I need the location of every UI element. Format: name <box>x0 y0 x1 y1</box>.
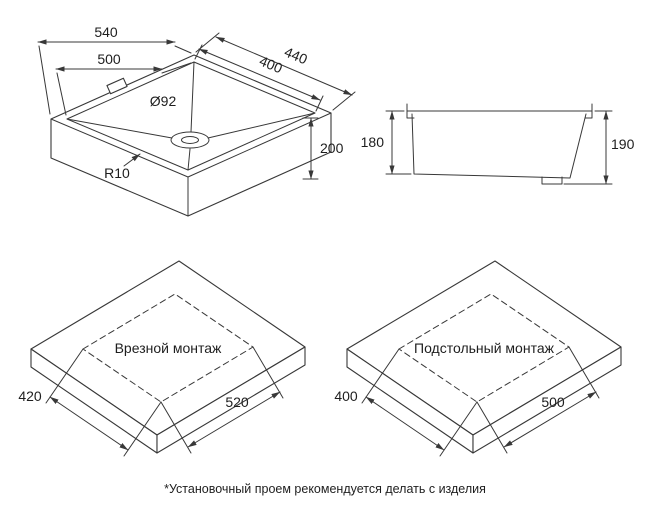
dim-height-label: 200 <box>320 140 344 156</box>
rim-top-line <box>406 103 593 112</box>
dim-cutout-depth-label: 420 <box>18 388 42 404</box>
dim-cutout-width-extensions <box>160 346 284 454</box>
undermount-view: Подстольный монтаж 400 500 <box>334 260 622 457</box>
dim-cutout-depth: 420 <box>18 348 162 457</box>
dim-inner-height-label: 180 <box>361 134 385 150</box>
countertop-slab <box>30 260 306 454</box>
sink-bowl-creases <box>66 61 316 171</box>
dim-outer-width-label: 540 <box>94 24 118 40</box>
corner-radius-callout: R10 <box>104 153 141 181</box>
drain-outer-ring <box>170 131 210 149</box>
dim-cutout-width: 500 <box>476 346 600 454</box>
dim-cutout-depth-line <box>365 396 445 451</box>
dim-inner-height-extensions <box>385 110 412 175</box>
dim-cutout-width-line <box>187 391 281 448</box>
dim-height: 200 <box>302 117 344 180</box>
isometric-view: 540 500 440 400 200 Ø92 R10 <box>37 24 356 217</box>
sink-body-outline <box>50 54 332 217</box>
sink-3d-drawing <box>50 54 332 217</box>
bowl-profile <box>411 113 587 179</box>
drain-diameter-label: Ø92 <box>150 93 177 109</box>
side-view: 180 190 <box>361 103 635 185</box>
dim-cutout-depth-line <box>49 396 129 451</box>
drain-inner-ring <box>181 136 199 144</box>
dim-inner-height: 180 <box>361 110 412 175</box>
countertop-slab <box>346 260 622 454</box>
dim-inner-width: 500 <box>55 51 192 116</box>
sink-rim-front-edges <box>50 112 332 217</box>
dim-outer-height: 190 <box>563 110 635 185</box>
dim-inner-depth-label: 400 <box>257 52 285 76</box>
dim-cutout-depth-extensions <box>45 348 162 457</box>
dim-inner-width-extensions <box>56 62 192 116</box>
dim-cutout-width-label: 500 <box>541 394 565 410</box>
dim-cutout-width-line <box>503 391 597 448</box>
dim-cutout-width-extensions <box>476 346 600 454</box>
dim-inner-depth-line <box>198 48 321 101</box>
undermount-title: Подстольный монтаж <box>414 340 555 356</box>
dim-cutout-width: 520 <box>160 346 284 454</box>
dim-outer-width: 540 <box>37 24 192 115</box>
installation-footnote: *Установочный проем рекомендуется делать… <box>164 482 486 496</box>
dim-cutout-depth: 400 <box>334 348 478 457</box>
corner-radius-label: R10 <box>104 165 130 181</box>
dim-inner-width-label: 500 <box>97 51 121 67</box>
drain-stub <box>541 176 563 185</box>
dim-outer-height-label: 190 <box>611 136 635 152</box>
corner-radius-leader <box>123 153 141 167</box>
dim-outer-width-extensions <box>38 45 192 115</box>
dim-inner-depth-extensions <box>194 44 324 112</box>
sink-side-profile <box>406 103 593 185</box>
overflow-plate <box>106 77 128 95</box>
dropin-mount-view: Врезной монтаж 420 520 <box>18 260 306 457</box>
dim-outer-depth-label: 440 <box>282 43 310 67</box>
dropin-title: Врезной монтаж <box>115 340 222 356</box>
dim-cutout-depth-extensions <box>361 348 478 457</box>
rim-hooks <box>406 110 593 119</box>
dim-cutout-width-label: 520 <box>225 394 249 410</box>
dim-cutout-depth-label: 400 <box>334 388 358 404</box>
